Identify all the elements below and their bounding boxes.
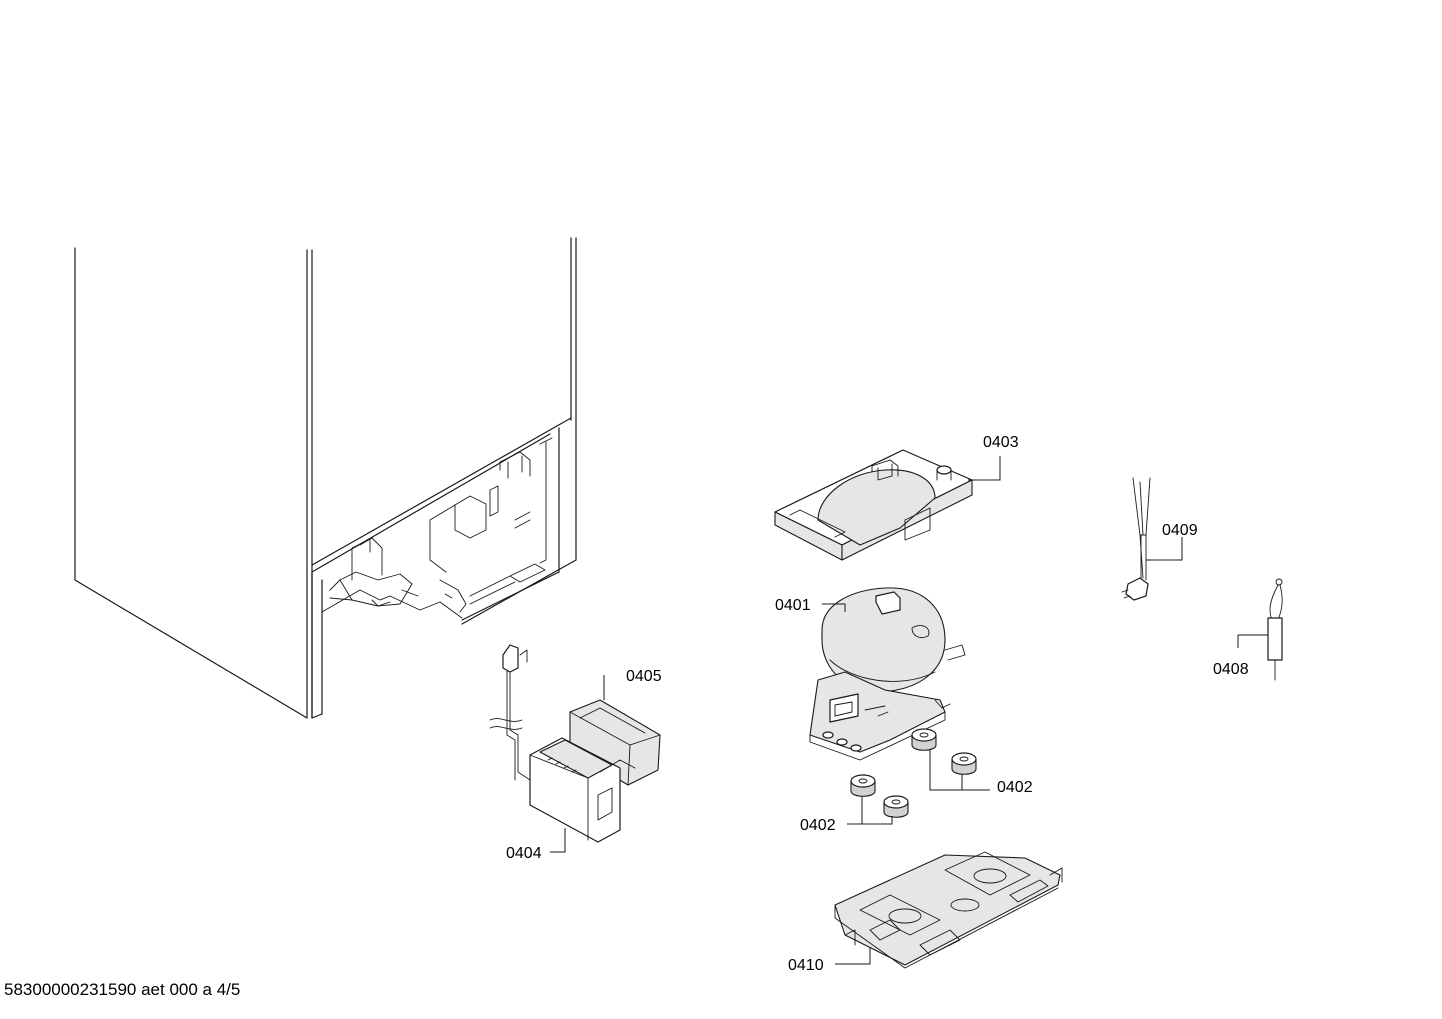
callout-0410: 0410 (788, 957, 824, 974)
part-0409-power-cord (1121, 477, 1151, 601)
part-0408-thermal-fuse (1267, 578, 1283, 681)
grommet (850, 774, 876, 797)
part-0403-cover-tray (774, 449, 973, 561)
part-0404-electronics-module (489, 644, 636, 843)
callout-0401: 0401 (775, 597, 811, 614)
grommet (911, 728, 937, 751)
grommet (951, 752, 977, 775)
callout-0409: 0409 (1162, 522, 1198, 539)
part-0402-grommets (850, 728, 977, 818)
callout-0402-right: 0402 (997, 779, 1033, 796)
part-0401-compressor (809, 587, 966, 761)
callout-0405: 0405 (626, 668, 662, 685)
callout-labels: 0403 0401 0409 0408 0405 0402 0402 0404 … (506, 434, 1249, 974)
callout-0402-left: 0402 (800, 817, 836, 834)
document-id: 58300000231590 aet 000 a 4/5 (4, 980, 241, 999)
part-0410-base-frame (834, 851, 1063, 969)
callout-0408: 0408 (1213, 661, 1249, 678)
callout-0404: 0404 (506, 845, 542, 862)
leader-lines (550, 456, 1268, 965)
appliance-cabinet (74, 237, 577, 719)
grommet (883, 795, 909, 818)
callout-0403: 0403 (983, 434, 1019, 451)
part-0405-relay-cover (569, 699, 661, 786)
